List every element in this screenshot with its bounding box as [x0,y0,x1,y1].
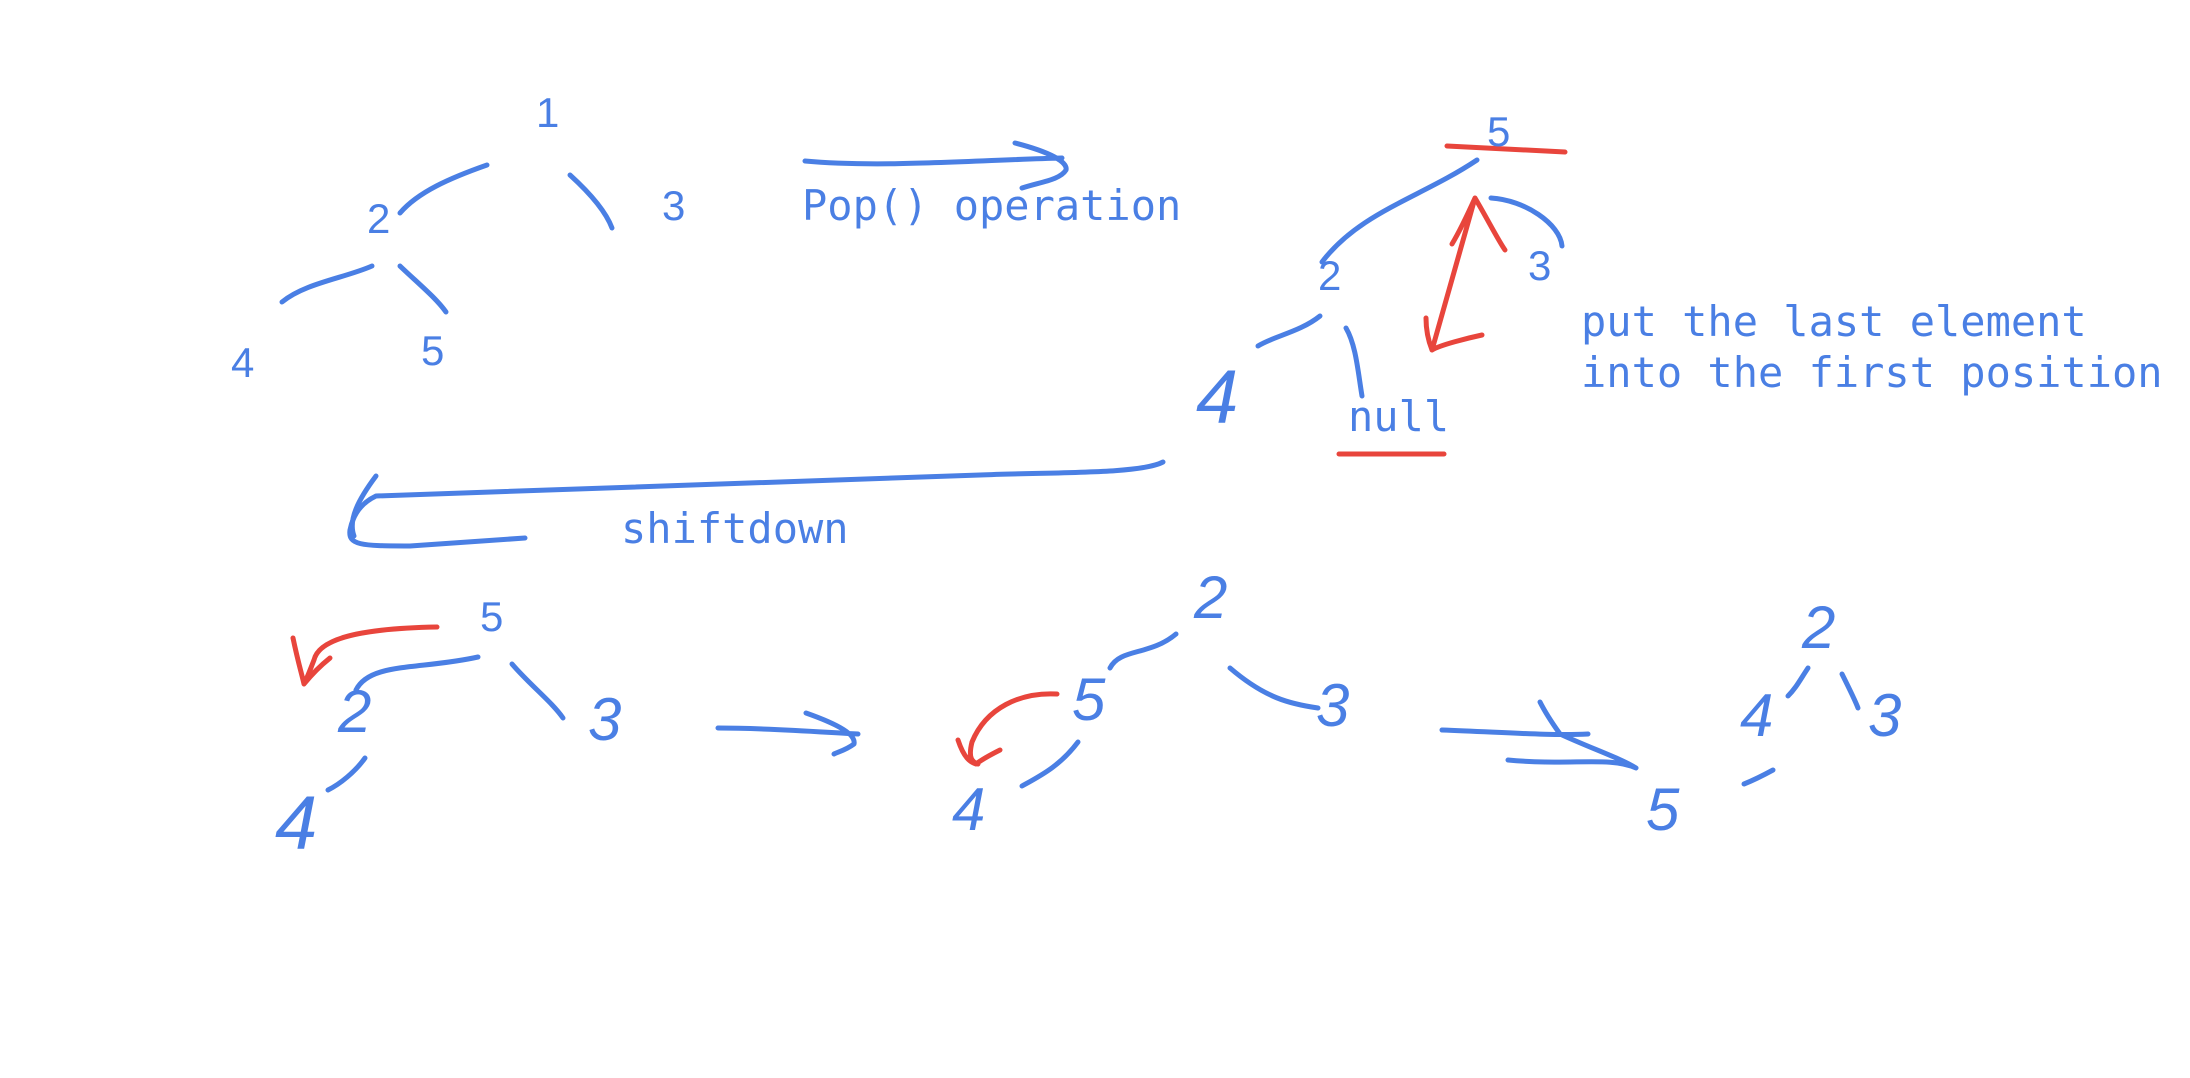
tree1-node-1: 1 [536,89,560,136]
step3-node-leaf: 5 [1646,776,1680,843]
caption: put the last element into the first posi… [1581,296,2163,398]
step2-edge-2-3 [1227,665,1321,711]
tree2-node-left: 2 [1318,252,1342,299]
caption-line-2: into the first position [1581,348,2163,398]
step1-node-right: 3 [588,686,622,753]
step3-node-left: 4 [1740,682,1774,749]
step1-swap-arrow [290,624,440,687]
tree1-node-5: 5 [421,327,445,374]
pop-arrow [802,140,1069,191]
tree1-edge-1-3 [567,172,615,231]
step2-node-right: 3 [1316,672,1350,739]
step3-node-root: 2 [1802,594,1836,661]
tree2-node-right: 3 [1528,242,1552,289]
shiftdown-arrow [347,459,1166,549]
tree2-edge-5-2 [1319,157,1480,265]
tree2-node-root: 5 [1487,108,1511,155]
caption-line-1: put the last element [1581,297,2087,346]
shiftdown-label: shiftdown [621,504,849,553]
step3-edge-2-4 [1785,665,1811,699]
swap-arrow [1423,195,1508,353]
step2-node-root: 2 [1194,564,1228,631]
step2-node-left: 5 [1072,666,1106,733]
null-label: null [1348,392,1450,441]
step1-edge-2-4 [325,755,368,793]
step2-arrow [1439,699,1639,771]
tree2-edge-5-3 [1488,195,1565,249]
step1-node-left: 2 [338,678,372,745]
step2-node-leaf: 4 [952,776,986,843]
tree1-node-3: 3 [662,182,686,229]
root-underline [1444,143,1568,155]
pop-operation-label: Pop() operation [802,181,1182,230]
step1-arrow [715,710,861,757]
step1-node-root: 5 [480,593,504,640]
step3-node-right: 3 [1868,682,1902,749]
tree1-node-2: 2 [367,195,391,242]
tree1-edge-2-5 [397,263,449,315]
step2-swap-arrow [955,691,1060,767]
step3-edge-2-3 [1839,671,1861,711]
step1-edge-5-3 [509,661,566,721]
step3-edge-4-5 [1741,767,1776,787]
step2-edge-5-4 [1019,739,1081,789]
step2-edge-2-5 [1107,631,1179,671]
tree1-node-4: 4 [231,339,255,386]
tree1-edge-1-2 [397,162,490,216]
tree2-edge-2-null [1343,325,1365,399]
step1-edge-5-2 [353,654,481,693]
tree1-edge-2-4 [279,263,375,305]
tree2-node-leaf: 4 [1196,355,1239,440]
step1-node-leaf: 4 [275,781,318,866]
tree2-edge-2-4 [1255,313,1323,349]
